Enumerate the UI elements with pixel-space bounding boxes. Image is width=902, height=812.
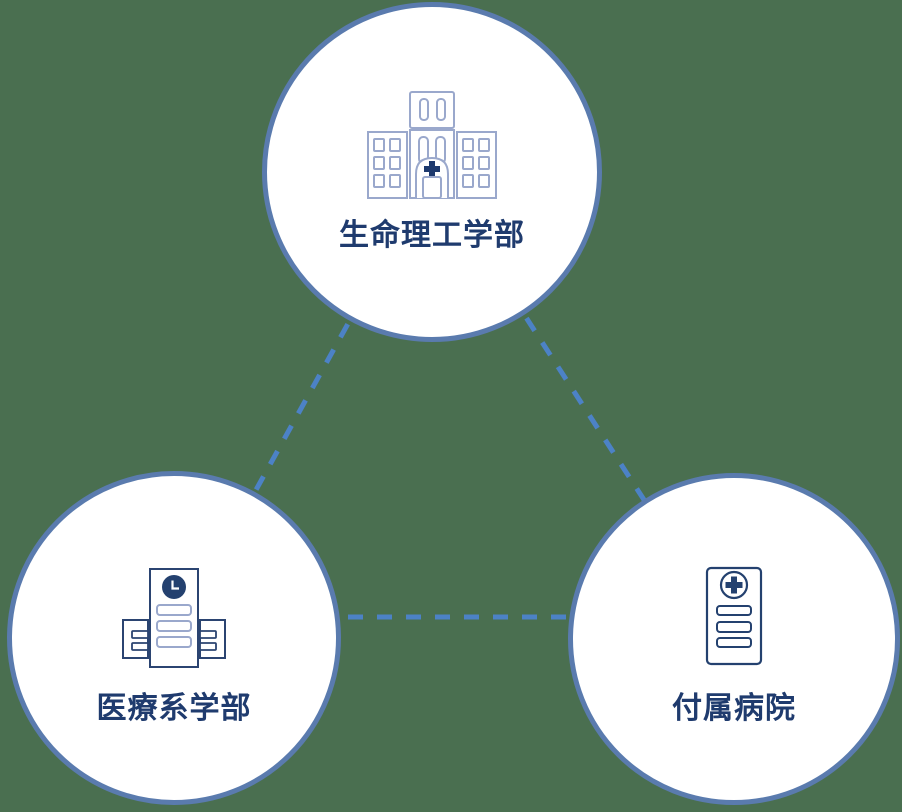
node-affiliated-hospital: 付属病院 <box>568 473 900 805</box>
hospital-building-icon <box>573 566 895 666</box>
node-label-medical-faculties: 医療系学部 <box>96 691 252 726</box>
node-label-life-science-faculty: 生命理工学部 <box>339 218 525 253</box>
university-building-icon <box>267 90 597 200</box>
node-label-affiliated-hospital: 付属病院 <box>672 691 796 726</box>
node-life-science-faculty: 生命理工学部 <box>262 2 602 342</box>
clock-building-icon <box>12 568 336 668</box>
node-medical-faculties: 医療系学部 <box>7 471 341 805</box>
